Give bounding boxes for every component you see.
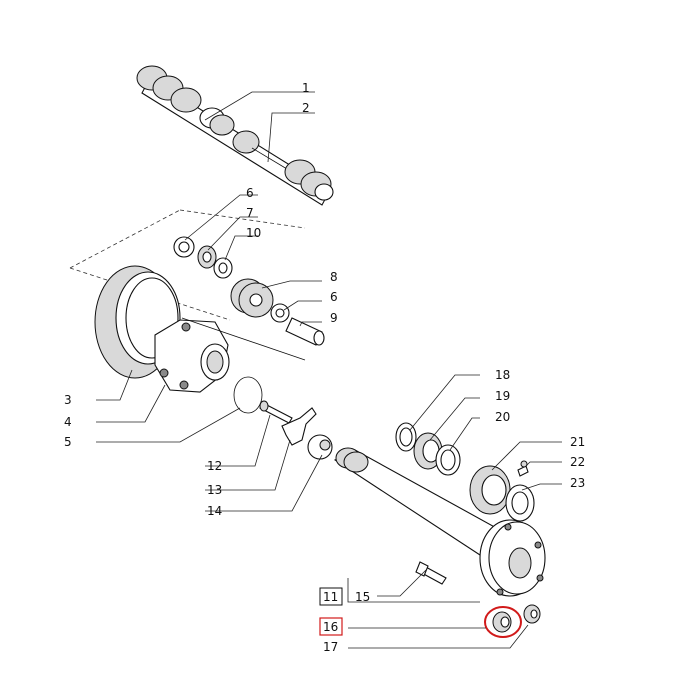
- callout-19: 19: [495, 389, 510, 403]
- callout-6b: 6: [330, 290, 338, 304]
- needle-bearing-7: [197, 245, 217, 269]
- callout-17: 17: [323, 640, 338, 654]
- assembly-axis-line: [181, 317, 306, 361]
- thrust-washer-14: [307, 434, 333, 460]
- callout-1: 1: [302, 81, 310, 95]
- callout-23: 23: [570, 476, 585, 490]
- lock-tab-13: [281, 407, 317, 446]
- callout-22: 22: [570, 455, 585, 469]
- callout-5: 5: [64, 435, 72, 449]
- callout-10: 10: [246, 226, 261, 240]
- washer-6b: [270, 303, 290, 323]
- callout-20: 20: [495, 410, 510, 424]
- wheel-nut-17: [523, 604, 541, 624]
- seal-23: [505, 484, 535, 522]
- wheel-nut-16: [492, 611, 512, 633]
- washer-10: [213, 257, 233, 279]
- planet-carrier-4: [154, 319, 230, 393]
- callout-11: 11: [323, 590, 338, 604]
- callout-9: 9: [330, 311, 338, 325]
- splined-shaft-2: [232, 130, 334, 201]
- pin-9: [285, 317, 325, 346]
- highlight-circle-part-16: [484, 606, 522, 638]
- planet-gear-8: [230, 278, 274, 318]
- callout-21: 21: [570, 435, 585, 449]
- callout-13: 13: [207, 483, 222, 497]
- callout-18: 18: [495, 368, 510, 382]
- callout-16: 16: [323, 620, 338, 634]
- callout-2: 2: [302, 101, 310, 115]
- snap-ring-5: [233, 376, 263, 414]
- wheel-hub-flange: [479, 519, 546, 597]
- callout-15: 15: [355, 590, 370, 604]
- bearing-cup-20: [435, 444, 461, 476]
- bearing-21: [469, 465, 511, 515]
- grease-nipple-22: [517, 460, 529, 477]
- leader-lines: [96, 91, 562, 649]
- callout-7: 7: [246, 206, 254, 220]
- box-part-11: [319, 587, 343, 606]
- bearing-19: [413, 432, 443, 470]
- washer-6a: [173, 236, 195, 258]
- callout-3: 3: [64, 393, 72, 407]
- callout-6a: 6: [246, 186, 254, 200]
- callout-8: 8: [330, 270, 338, 284]
- seal-18: [395, 422, 417, 452]
- wheel-stud-15: [415, 561, 447, 585]
- callout-14: 14: [207, 504, 222, 518]
- bolt-12: [259, 400, 293, 424]
- callout-12: 12: [207, 459, 222, 473]
- box-part-16: [319, 617, 343, 636]
- callout-4: 4: [64, 415, 72, 429]
